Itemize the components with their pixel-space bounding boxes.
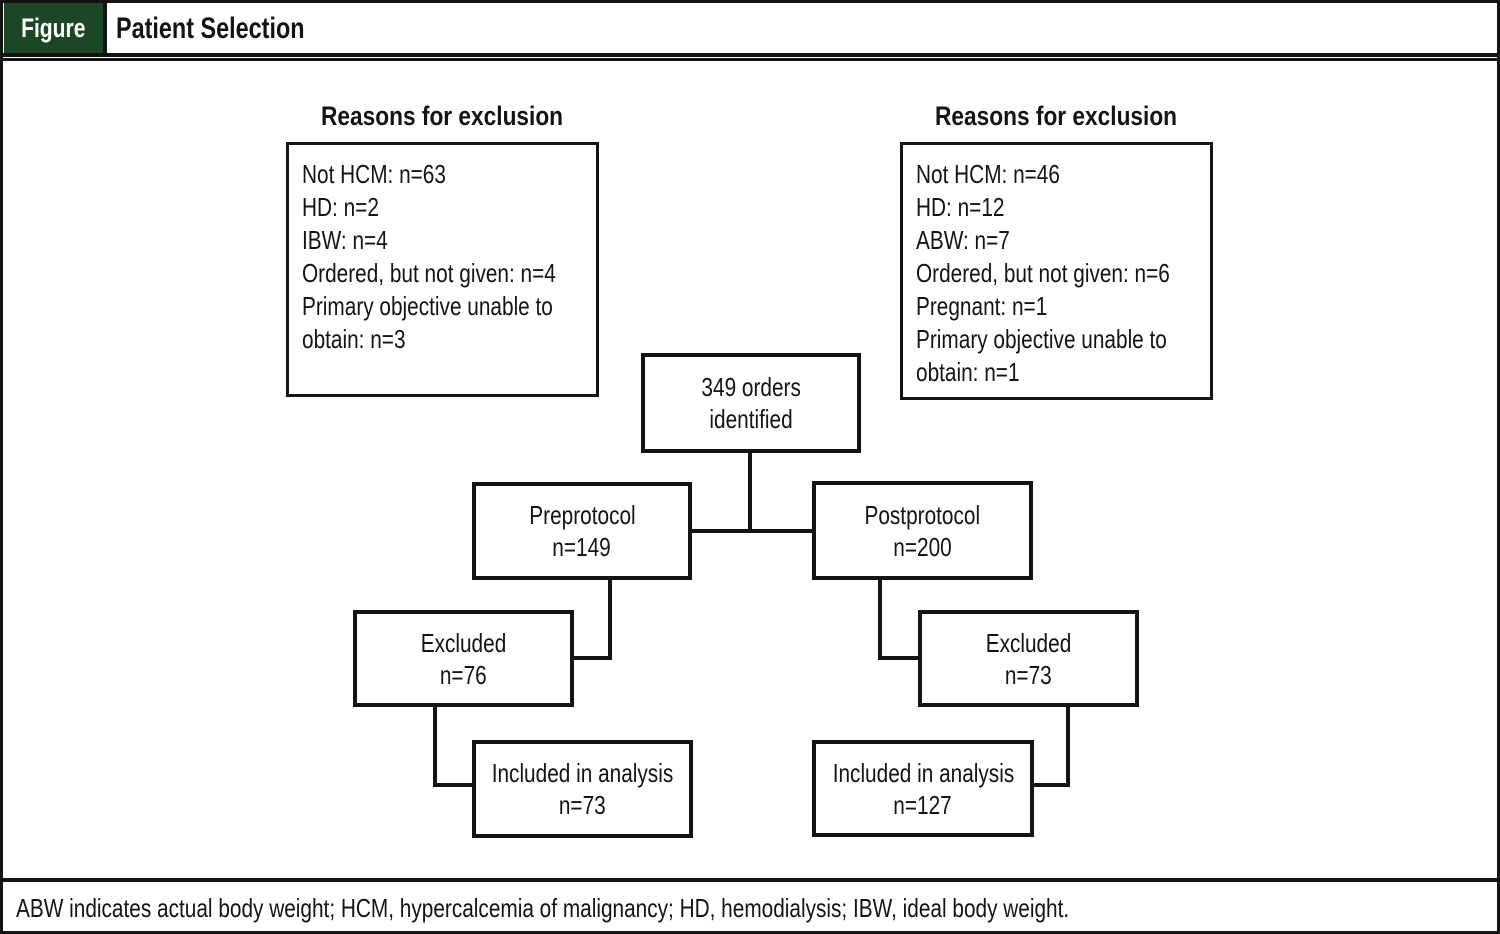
footer-divider [0, 878, 1500, 882]
connector-pre-included [433, 783, 476, 787]
exclusion-item: Pregnant: n=1 [916, 291, 1048, 321]
flow-box-excluded-post: Excluded n=73 [918, 610, 1139, 707]
connector-pre-excluded [571, 656, 612, 660]
connector-post-excluded [878, 656, 922, 660]
exclusion-item: IBW: n=4 [302, 225, 388, 255]
flow-box-orders-identified: 349 orders identified [641, 353, 861, 453]
exclusion-item: ABW: n=7 [916, 225, 1010, 255]
flow-box-postprotocol: Postprotocol n=200 [812, 481, 1033, 580]
exclusion-item: Primary objective unable to obtain: n=1 [916, 324, 1167, 387]
connector-split [690, 529, 813, 533]
exclusion-item: Primary objective unable to obtain: n=3 [302, 291, 553, 354]
exclusion-heading-left: Reasons for exclusion [321, 101, 564, 131]
exclusion-item: Ordered, but not given: n=4 [302, 258, 556, 288]
exclusion-item: HD: n=12 [916, 192, 1005, 222]
figure-tag: Figure [4, 3, 107, 54]
header-divider [0, 53, 1500, 57]
figure-title: Patient Selection [116, 12, 305, 45]
footnote: ABW indicates actual body weight; HCM, h… [16, 893, 1070, 923]
connector-post-included [1029, 783, 1070, 787]
body-top-border [0, 58, 1500, 61]
connector-excluded-pre-down [433, 704, 437, 787]
flow-box-excluded-pre: Excluded n=76 [353, 610, 574, 707]
figure-tag-label: Figure [21, 13, 86, 43]
exclusion-item: Not HCM: n=46 [916, 159, 1060, 189]
flow-box-included-pre: Included in analysis n=73 [472, 740, 693, 838]
connector-pre-down [608, 577, 612, 660]
connector-orders-down [748, 450, 752, 533]
exclusion-item: Ordered, but not given: n=6 [916, 258, 1170, 288]
exclusion-item: HD: n=2 [302, 192, 379, 222]
flow-box-preprotocol: Preprotocol n=149 [472, 482, 692, 580]
exclusion-box-left: Not HCM: n=63 HD: n=2 IBW: n=4 Ordered, … [286, 142, 599, 397]
connector-post-down [878, 577, 882, 660]
exclusion-box-right: Not HCM: n=46 HD: n=12 ABW: n=7 Ordered,… [900, 142, 1213, 400]
exclusion-item: Not HCM: n=63 [302, 159, 446, 189]
connector-excluded-post-down [1066, 704, 1070, 787]
flow-box-included-post: Included in analysis n=127 [812, 740, 1034, 837]
exclusion-heading-right: Reasons for exclusion [935, 101, 1178, 131]
